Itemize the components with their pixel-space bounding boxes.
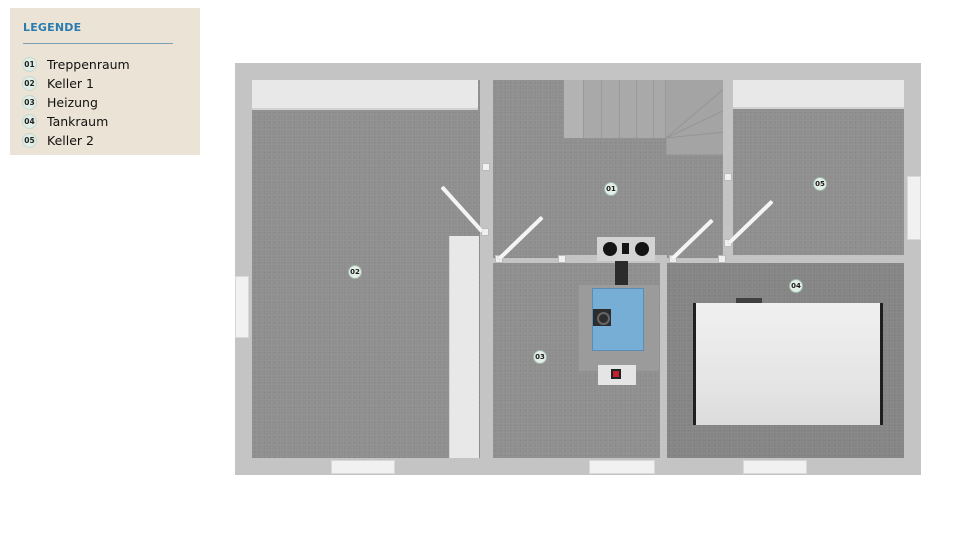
legend-item: 02 Keller 1 [22, 74, 130, 93]
flue-opening [603, 242, 617, 256]
window [907, 176, 921, 240]
stair-step [654, 80, 666, 138]
legend-title: LEGENDE [23, 21, 82, 34]
room-keller-1 [252, 80, 480, 458]
window [331, 460, 395, 474]
legend-label: Treppenraum [47, 57, 130, 72]
stair-step [602, 80, 620, 138]
wall [480, 80, 493, 168]
flue-opening [635, 242, 649, 256]
legend-divider [23, 43, 173, 44]
pump-switch [611, 369, 621, 379]
staircase [564, 80, 725, 155]
room-keller-2 [733, 80, 904, 255]
room-badge-05[interactable]: 05 [813, 177, 827, 191]
legend-item: 01 Treppenraum [22, 55, 130, 74]
basement-floor-plan: 01 02 03 04 05 [235, 63, 921, 475]
room-badge-01[interactable]: 01 [604, 182, 618, 196]
door-jamb [558, 255, 566, 263]
wall [660, 255, 667, 458]
room-number-badge: 04 [22, 114, 37, 129]
room-badge-03[interactable]: 03 [533, 350, 547, 364]
legend-label: Tankraum [47, 114, 109, 129]
wall [722, 255, 904, 263]
room-number-badge: 02 [22, 76, 37, 91]
room-number-badge: 03 [22, 95, 37, 110]
stair-step [637, 80, 654, 138]
legend-panel: LEGENDE 01 Treppenraum 02 Keller 1 03 He… [10, 8, 200, 155]
legend-label: Heizung [47, 95, 98, 110]
wall [723, 80, 733, 177]
stair-step [564, 80, 584, 138]
room-badge-02[interactable]: 02 [348, 265, 362, 279]
shelf [449, 236, 479, 458]
window [589, 460, 655, 474]
stair-winder [666, 80, 725, 155]
wall [480, 231, 493, 458]
chimney-flue [597, 237, 655, 261]
window [743, 460, 807, 474]
tank-cap [736, 298, 762, 305]
door-jamb [724, 173, 732, 181]
oil-tank [693, 303, 883, 425]
legend-item: 05 Keller 2 [22, 131, 130, 150]
window [235, 276, 249, 338]
flue-opening [622, 243, 629, 254]
burner-icon [593, 309, 611, 326]
legend-item: 03 Heizung [22, 93, 130, 112]
legend-item: 04 Tankraum [22, 112, 130, 131]
shelf [733, 80, 904, 109]
room-number-badge: 01 [22, 57, 37, 72]
room-badge-04[interactable]: 04 [789, 279, 803, 293]
stair-step [620, 80, 637, 138]
shelf [252, 80, 478, 110]
legend-label: Keller 2 [47, 133, 94, 148]
stair-step [584, 80, 602, 138]
exhaust-pipe [615, 261, 628, 289]
door-jamb [482, 163, 490, 171]
door-jamb [718, 255, 726, 263]
legend-label: Keller 1 [47, 76, 94, 91]
legend-list: 01 Treppenraum 02 Keller 1 03 Heizung 04… [22, 55, 130, 150]
room-number-badge: 05 [22, 133, 37, 148]
